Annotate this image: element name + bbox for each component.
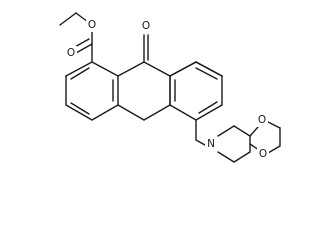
- ketone-group: [117, 34, 171, 77]
- pip-bond-c2-c3: [233, 125, 251, 137]
- bond-ch3-ch2: [59, 12, 77, 26]
- ring-left-bond-6: [65, 61, 93, 77]
- ring-r-bond-a: [169, 61, 197, 77]
- bond-ch2-nitrogen: [195, 139, 206, 146]
- ring-r-bond-e: [169, 104, 197, 121]
- pip-bond-c4-c5: [233, 151, 251, 163]
- bond-ester-carbonyl: [75, 43, 93, 54]
- ring-r-bond-d: [195, 104, 223, 121]
- ring-left-bond-4: [65, 104, 93, 121]
- ring-left-inner-bond-b: [70, 102, 90, 115]
- diox-bond-otop-c: [265, 120, 281, 129]
- ring-r-bond-b: [195, 61, 223, 77]
- pip-bond-n-c2: [217, 125, 235, 137]
- benzene-ring-right-body: [169, 61, 223, 121]
- atom-labels: O O O N O O: [65, 18, 269, 161]
- ring-r-inner-a: [195, 67, 218, 80]
- diox-bond-c-obottom: [267, 145, 281, 154]
- ring-left-bond-1: [91, 61, 119, 77]
- chemical-structure-diagram: O O O N O O: [59, 12, 281, 163]
- ring-r-inner-b: [198, 101, 218, 114]
- ring-right-bond-2: [143, 104, 171, 121]
- dioxolane-oxygen-bottom-label: O: [259, 148, 267, 160]
- diox-bond-spiro-otop: [249, 126, 259, 137]
- piperidine-ring: [217, 125, 251, 163]
- pip-bond-c5-c6: [217, 151, 235, 163]
- ring-left-inner-bond-c: [70, 67, 90, 80]
- piperidine-nitrogen-label: N: [207, 138, 215, 150]
- dioxolane-oxygen-top-label: O: [258, 114, 266, 126]
- benzyl-linker: [195, 119, 206, 146]
- ketone-oxygen-label: O: [142, 20, 150, 32]
- ring-left-bond-3: [91, 104, 119, 121]
- ester-ether-oxygen-label: O: [88, 19, 96, 31]
- ester-carbonyl-oxygen-label: O: [67, 47, 75, 59]
- bond-ketone-carbon-ring-right: [143, 61, 171, 77]
- benzene-ring-left: [65, 61, 119, 121]
- bond-ring-left-ketone-carbon: [117, 61, 145, 77]
- ring-right-bond-3: [117, 104, 145, 121]
